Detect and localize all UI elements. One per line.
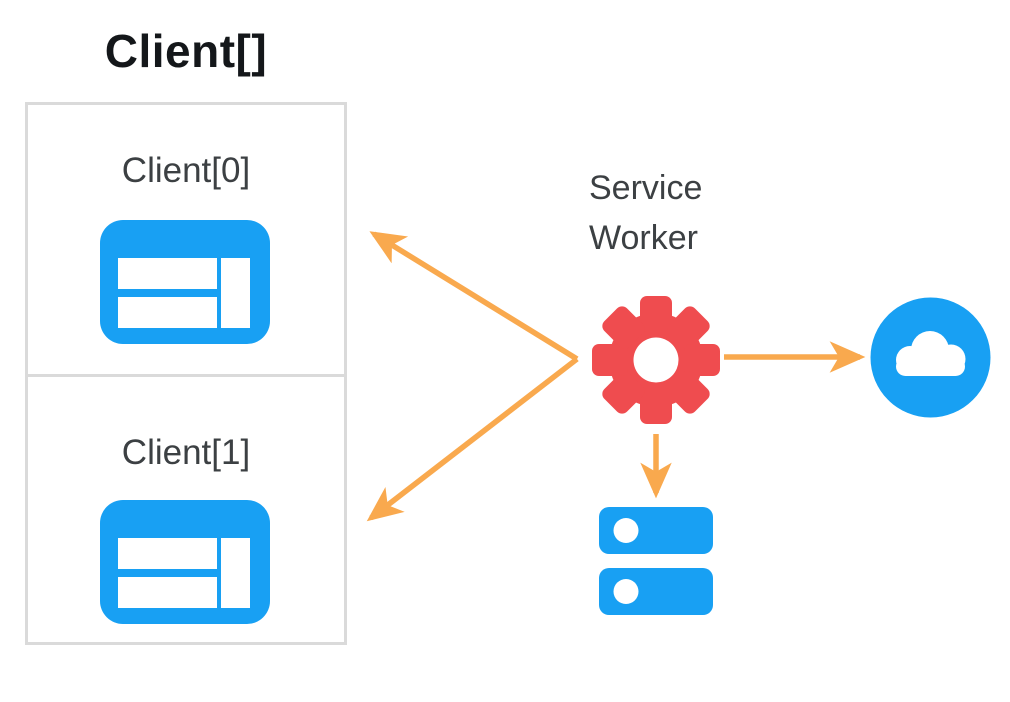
database-icon — [599, 507, 713, 615]
arrow-service-worker-to-client1 — [366, 356, 579, 522]
cloud-glyph — [896, 331, 966, 376]
cloud-icon — [870, 297, 991, 418]
diagram-title: Client[] — [104, 25, 268, 77]
client0-label: Client[0] — [121, 151, 251, 190]
clients-divider — [28, 374, 344, 377]
browser-window-icon — [100, 220, 270, 344]
clients-container-box — [25, 102, 347, 645]
client1-label: Client[1] — [121, 433, 251, 472]
service-worker-label-line1: Service — [589, 169, 703, 207]
gear-icon — [592, 296, 720, 424]
gear-body — [592, 296, 720, 424]
arrow-service-worker-to-client0 — [369, 231, 579, 362]
browser-window-icon — [100, 500, 270, 624]
service-worker-label: Service Worker — [589, 163, 702, 263]
service-worker-label-line2: Worker — [589, 219, 698, 257]
